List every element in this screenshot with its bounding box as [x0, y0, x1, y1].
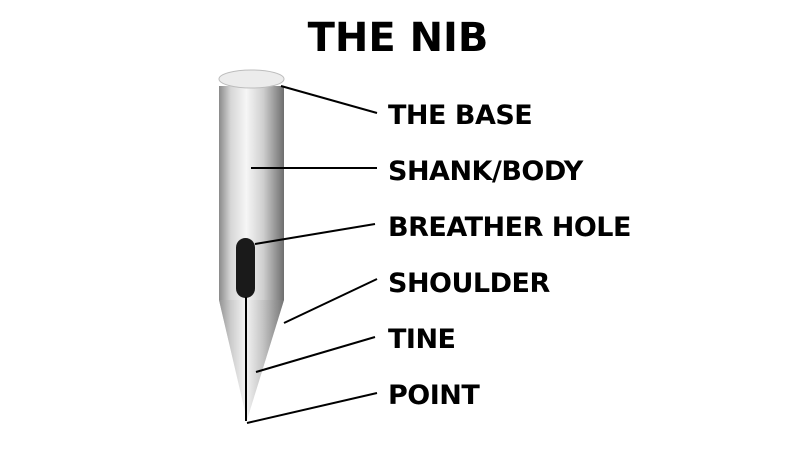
leader-lines [246, 85, 378, 424]
label-shank: SHANK/BODY [388, 156, 584, 187]
leader-shoulder [283, 278, 378, 324]
part-labels: THE BASE SHANK/BODY BREATHER HOLE SHOULD… [388, 100, 631, 411]
nib-illustration [218, 69, 285, 421]
diagram-title: THE NIB [308, 15, 489, 61]
nib-base-shape [219, 70, 284, 88]
label-tine: TINE [388, 324, 456, 355]
leader-breather [254, 223, 376, 245]
label-base: THE BASE [388, 100, 532, 131]
nib-tip-shape [219, 300, 284, 420]
leader-tine [255, 336, 376, 373]
leader-base [280, 85, 378, 114]
breather-hole-shape [236, 238, 255, 298]
leader-point [246, 392, 378, 424]
label-point: POINT [388, 380, 480, 411]
label-breather-hole: BREATHER HOLE [388, 212, 631, 243]
label-shoulder: SHOULDER [388, 268, 550, 299]
